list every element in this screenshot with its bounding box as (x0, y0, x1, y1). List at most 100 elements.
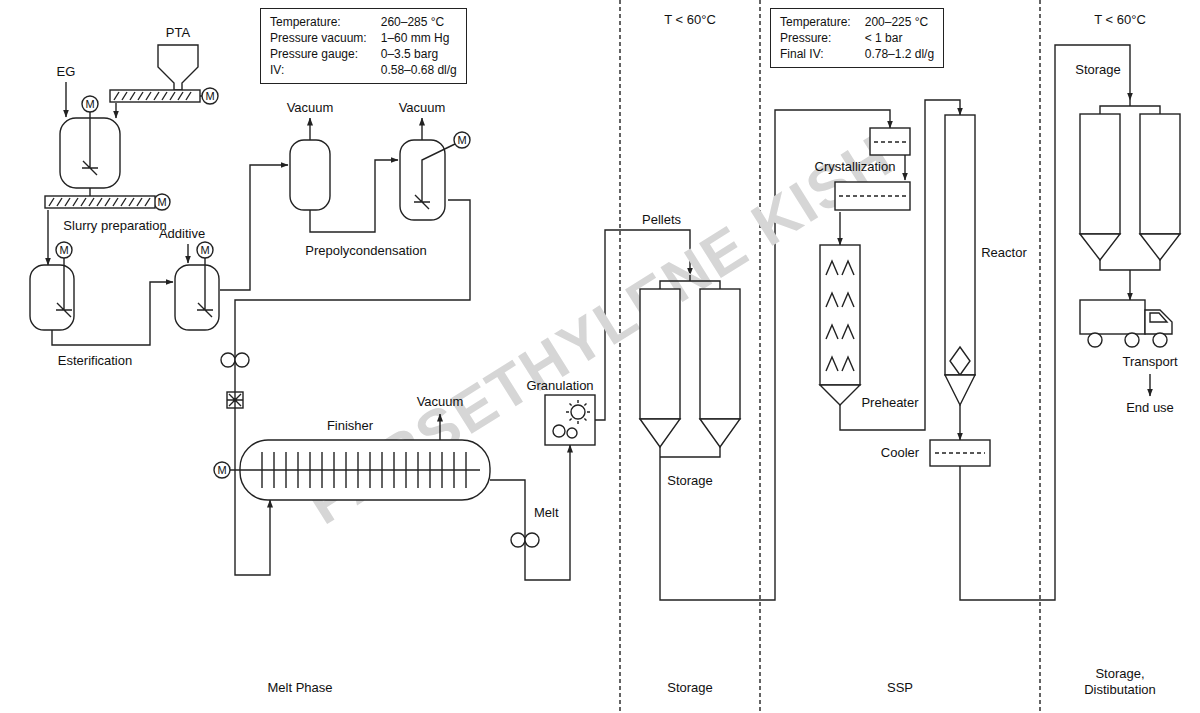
vent-label: Vacuum (399, 100, 446, 116)
equipment-part (700, 419, 740, 447)
equipment-outline (1078, 100, 1182, 280)
motor-circle (82, 96, 98, 112)
pump-symbol (221, 353, 235, 367)
slurry-vessel: Slurry preparation (45, 118, 157, 210)
equipment-part (1150, 313, 1167, 322)
equipment-label: Reactor (981, 245, 1027, 261)
equipment-outline (110, 45, 202, 103)
equipment-part (820, 385, 860, 405)
filter-symbol (227, 392, 243, 408)
ssp-reactor: Reactor (945, 115, 975, 420)
condition-text: 0.58–0.68 dl/g (381, 62, 457, 78)
section-title: Storage, Distibutation (1065, 666, 1175, 698)
equipment-part (197, 258, 213, 317)
motor-symbol: M (59, 244, 68, 256)
section-divider (759, 0, 760, 713)
equipment-part (959, 405, 960, 420)
condition-text: Pressure vacuum: (270, 30, 367, 46)
condition-text: 1–60 mm Hg (381, 30, 457, 46)
equipment-part (1100, 260, 1160, 280)
equipment-part (52, 282, 173, 345)
cooler: Cooler (930, 440, 990, 466)
motor-symbol: M (457, 134, 466, 146)
equipment-label: Transport (1122, 354, 1177, 370)
equipment-part (89, 188, 90, 196)
equipment-part (110, 90, 200, 102)
equipment-part (945, 115, 975, 375)
equipment-part (640, 419, 680, 447)
condition-text: 0–3.5 barg (381, 46, 457, 62)
process-stream (115, 103, 116, 118)
equipment-part (309, 118, 310, 140)
equipment-part (700, 289, 740, 419)
filter-symbol (227, 392, 243, 408)
condition-text: IV: (270, 62, 367, 78)
equipment-label: PTA (166, 25, 190, 41)
motor-symbol: M (200, 244, 209, 256)
feed-arrow (187, 244, 188, 263)
stream-name: EG (57, 64, 76, 80)
section-title: SSP (887, 680, 913, 696)
condition-text: Pressure gauge: (270, 46, 367, 62)
equipment-part (290, 140, 330, 210)
equipment-part (660, 447, 720, 465)
preheater-column: Preheater (820, 245, 860, 410)
stream-label: Melt (532, 505, 561, 521)
equipment-outline (30, 265, 220, 331)
equipment-part (571, 405, 585, 419)
equipment-part (1080, 114, 1120, 234)
equipment-part (1100, 100, 1160, 114)
condition-table: Temperature:260–285 °CPressure vacuum:1–… (260, 8, 467, 84)
equipment-part (30, 265, 74, 330)
equipment-label: Storage (667, 473, 713, 489)
motor-circle (197, 242, 213, 258)
equipment-part (114, 92, 191, 100)
process-stream (47, 210, 48, 265)
condition-text: 200–225 °C (865, 14, 934, 30)
equipment-label: Esterification (58, 353, 132, 369)
equipment-part (826, 261, 854, 371)
equipment-outline (930, 440, 990, 466)
section-divider (619, 0, 620, 713)
section-title: Melt Phase (267, 680, 332, 696)
equipment-label: Crystallization (815, 159, 896, 175)
equipment-outline (240, 440, 490, 500)
equipment-outline (945, 115, 975, 420)
equipment-part (870, 128, 910, 155)
equipment-part (414, 144, 455, 209)
equipment-part (553, 425, 565, 437)
equipment-part (1153, 333, 1167, 347)
process-stream (1129, 280, 1130, 300)
equipment-part (1088, 333, 1102, 347)
equipment-label: Prepolycondensation (305, 243, 426, 259)
equipment-part (935, 452, 985, 453)
equipment-part (660, 275, 720, 289)
equipment-part (175, 265, 219, 330)
section-divider (1039, 0, 1040, 713)
motor-symbol: M (85, 98, 94, 110)
process-stream (220, 165, 288, 290)
equipment-part (567, 428, 577, 438)
condition-table: Temperature:200–225 °CPressure:< 1 barFi… (770, 8, 944, 68)
destination-label: End use (1126, 400, 1174, 416)
condition-text: Temperature: (780, 14, 851, 30)
feed-arrow (65, 82, 66, 117)
prepolycondensation-reactor: Prepolycondensation (288, 140, 448, 222)
vent-label: Vacuum (417, 394, 464, 410)
condition-text: 0.78–1.2 dl/g (865, 46, 934, 62)
equipment-part (1080, 234, 1120, 260)
equipment-part (835, 182, 910, 210)
vent-label: Vacuum (287, 100, 334, 116)
equipment-part (1080, 300, 1145, 334)
equipment-part (1145, 310, 1172, 334)
flow-arrow (1149, 374, 1150, 396)
equipment-label: Cooler (881, 445, 919, 461)
equipment-outline (288, 140, 448, 222)
granulator: Granulation (545, 395, 595, 445)
equipment-part (874, 141, 906, 142)
condition-text: 260–285 °C (381, 14, 457, 30)
equipment-part (566, 400, 590, 424)
motor-symbol: M (217, 464, 226, 476)
equipment-part (1140, 114, 1180, 234)
equipment-part (56, 258, 72, 317)
